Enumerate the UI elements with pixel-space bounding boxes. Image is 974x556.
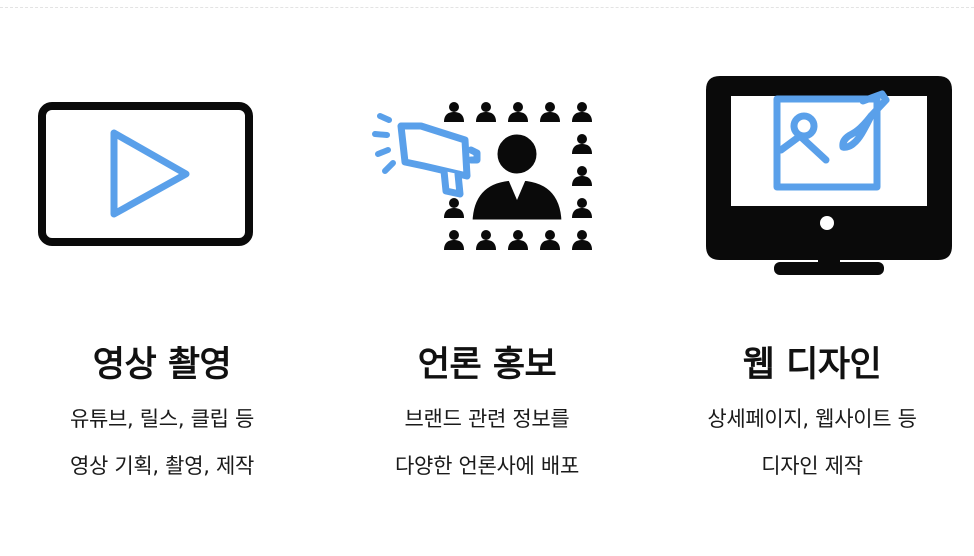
video-play-icon <box>38 102 253 246</box>
monitor-design-icon <box>706 76 952 275</box>
crowd-person-icon <box>540 102 560 122</box>
crowd-person-icon <box>540 230 560 250</box>
crowd-person-icon <box>572 230 592 250</box>
top-divider <box>0 7 974 8</box>
service-desc-line-2: 다양한 언론사에 배포 <box>395 454 579 478</box>
service-desc-line-2: 디자인 제작 <box>761 454 863 478</box>
service-title: 웹 디자인 <box>742 345 882 385</box>
crowd-person-icon <box>444 230 464 250</box>
megaphone-crowd-icon <box>372 102 592 250</box>
service-title: 언론 홍보 <box>417 345 557 385</box>
crowd-person-icon <box>444 198 464 218</box>
service-title: 영상 촬영 <box>92 345 232 385</box>
crowd-person-icon <box>572 166 592 186</box>
service-desc-line-1: 상세페이지, 웹사이트 등 <box>707 407 917 431</box>
crowd-person-icon <box>508 230 528 250</box>
service-desc-line-1: 브랜드 관련 정보를 <box>404 407 570 431</box>
crowd-person-icon <box>572 134 592 154</box>
service-web-design: 웹 디자인 상세페이지, 웹사이트 등 디자인 제작 <box>650 0 974 556</box>
service-desc-line-1: 유튜브, 릴스, 클립 등 <box>69 407 255 431</box>
crowd-person-icon <box>476 230 496 250</box>
service-desc-line-2: 영상 기획, 촬영, 제작 <box>69 454 255 478</box>
crowd-person-icon <box>572 102 592 122</box>
crowd-person-icon <box>572 198 592 218</box>
service-video: 영상 촬영 유튜브, 릴스, 클립 등 영상 기획, 촬영, 제작 <box>0 0 324 556</box>
crowd-person-icon <box>508 102 528 122</box>
crowd-person-icon <box>476 102 496 122</box>
crowd-person-icon <box>444 102 464 122</box>
service-press: 언론 홍보 브랜드 관련 정보를 다양한 언론사에 배포 <box>325 0 649 556</box>
